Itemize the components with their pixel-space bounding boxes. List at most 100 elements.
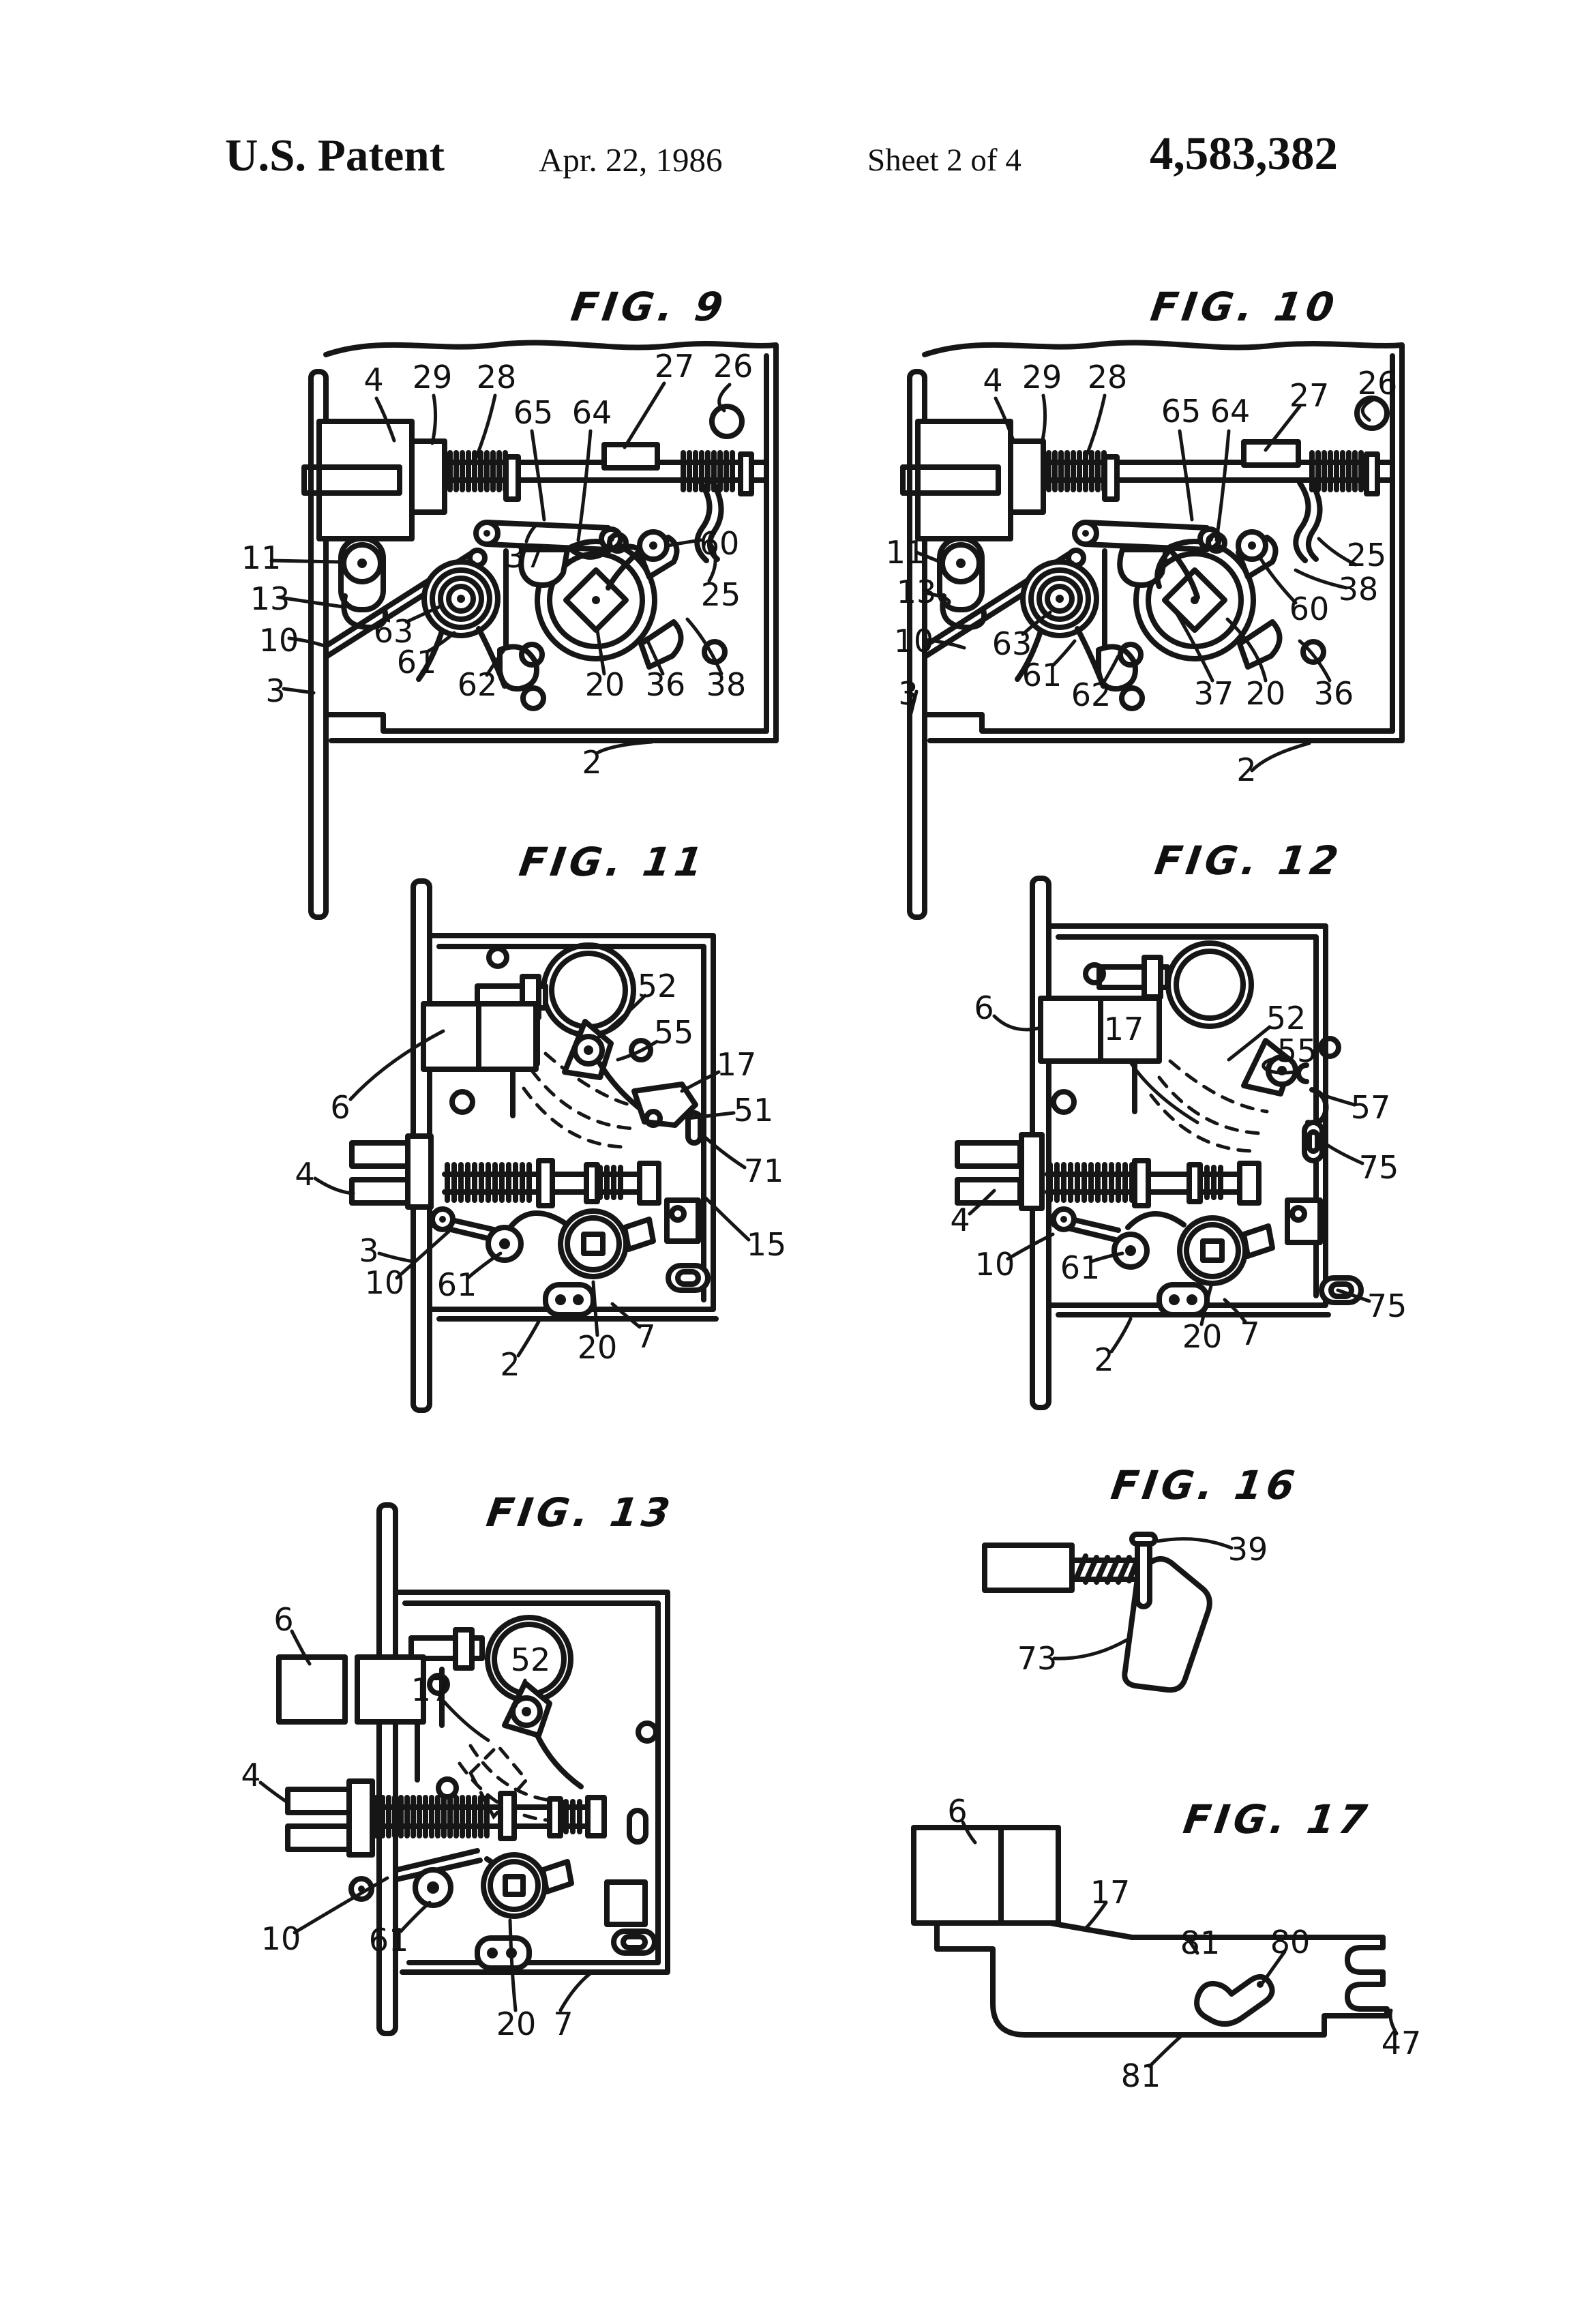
fig11-ref-61: 61 [437, 1266, 477, 1303]
fig10-ref-10: 10 [894, 623, 934, 659]
fig11-ref-15: 15 [747, 1226, 787, 1263]
fig9-ref-27: 27 [655, 348, 695, 385]
patent-title: U.S. Patent [225, 130, 445, 181]
sheet-info: Sheet 2 of 4 [867, 143, 1021, 178]
fig13-ref-61: 61 [369, 1922, 409, 1958]
fig13-ref-10: 10 [261, 1920, 301, 1957]
fig10-lock-case-artwork [900, 340, 1405, 920]
fig17-leader-lines [961, 1820, 1399, 2068]
fig10-ref-27: 27 [1289, 377, 1330, 414]
fig11-drawing: 52 55 17 51 71 15 6 4 3 10 61 2 20 7 [295, 878, 787, 1413]
fig16-ref-39: 39 [1228, 1531, 1268, 1568]
fig11-ref-4: 4 [295, 1156, 314, 1193]
fig11-ref-20: 20 [578, 1329, 618, 1366]
fig16-leader-lines [1052, 1537, 1234, 1660]
fig11-ref-71: 71 [744, 1152, 784, 1189]
fig10-ref-28: 28 [1088, 359, 1128, 396]
fig9-ref-37: 37 [505, 538, 546, 575]
fig17-ref-47: 47 [1382, 2025, 1422, 2061]
fig13-ref-7: 7 [553, 2006, 573, 2042]
fig12-leader-lines [968, 1014, 1371, 1354]
fig10-ref-36: 36 [1314, 675, 1354, 712]
patent-date: Apr. 22, 1986 [539, 141, 723, 179]
fig10-ref-20: 20 [1246, 675, 1286, 712]
fig9-ref-38: 38 [706, 666, 747, 703]
fig13-lock-case-artwork [276, 1502, 670, 2036]
fig12-ref-75a: 75 [1359, 1149, 1399, 1186]
fig11-lock-case-artwork [349, 878, 719, 1413]
fig12-ref-52: 52 [1266, 1000, 1307, 1037]
fig9-ref-61: 61 [397, 644, 437, 681]
fig13-ref-4: 4 [241, 1757, 260, 1793]
fig11-ref-55: 55 [654, 1014, 694, 1051]
fig13-ref-6: 6 [273, 1601, 293, 1638]
fig9-ref-28: 28 [477, 359, 517, 396]
fig10-leader-lines [909, 393, 1375, 773]
fig12-drawing: 6 17 52 55 57 75 4 10 61 75 20 7 2 [950, 876, 1407, 1410]
fig10-ref-25: 25 [1347, 537, 1387, 573]
fig16-latch-stop-artwork [982, 1532, 1212, 1693]
fig12-ref-20: 20 [1182, 1318, 1223, 1355]
fig11-ref-17: 17 [717, 1046, 757, 1083]
fig16-ref-73: 73 [1017, 1640, 1058, 1677]
fig17-slide-plate-artwork [911, 1825, 1390, 2038]
fig11-leader-lines [313, 994, 751, 1358]
fig9-ref-4: 4 [363, 361, 383, 398]
fig12-ref-7: 7 [1240, 1315, 1259, 1352]
fig9-ref-65: 65 [513, 394, 554, 431]
fig11-ref-3: 3 [359, 1232, 378, 1269]
fig9-ref-26: 26 [713, 348, 753, 385]
fig13-drawing: 6 52 17 4 10 61 20 7 [241, 1502, 670, 2042]
fig9-leader-lines [269, 381, 732, 755]
fig16-drawing: 39 73 [982, 1531, 1268, 1693]
fig10-ref-11: 11 [886, 534, 926, 571]
fig10-ref-62: 62 [1071, 676, 1111, 713]
fig17-drawing: 6 17 81 80 47 81 [911, 1793, 1422, 2094]
fig17-ref-17: 17 [1090, 1874, 1131, 1911]
fig12-ref-4: 4 [950, 1202, 970, 1238]
fig9-ref-20: 20 [585, 666, 625, 703]
fig9-ref-2: 2 [582, 744, 601, 781]
fig11-ref-2: 2 [500, 1346, 520, 1383]
fig13-ref-52: 52 [511, 1641, 551, 1678]
fig17-ref-6: 6 [947, 1793, 967, 1830]
fig12-ref-61: 61 [1060, 1249, 1101, 1286]
fig11-ref-7: 7 [636, 1318, 655, 1355]
fig13-ref-20: 20 [496, 2006, 537, 2042]
fig17-ref-81b: 81 [1121, 2057, 1161, 2094]
fig9-ref-29: 29 [413, 359, 453, 396]
fig9-ref-64: 64 [572, 394, 612, 431]
fig10-ref-61: 61 [1022, 657, 1062, 694]
fig10-ref-26: 26 [1358, 365, 1398, 402]
fig12-ref-57: 57 [1351, 1089, 1391, 1126]
fig11-ref-52: 52 [638, 968, 678, 1004]
fig9-ref-36: 36 [646, 666, 686, 703]
fig10-ref-2: 2 [1236, 751, 1256, 788]
fig9-ref-63: 63 [374, 613, 414, 650]
fig9-ref-10: 10 [259, 622, 299, 659]
fig9-ref-11: 11 [241, 539, 282, 576]
fig10-ref-3: 3 [898, 675, 918, 712]
fig9-ref-13: 13 [250, 580, 290, 617]
fig10-ref-37: 37 [1194, 675, 1234, 712]
fig13-ref-17: 17 [411, 1671, 451, 1708]
fig17-ref-81a: 81 [1180, 1924, 1221, 1961]
fig10-ref-65: 65 [1161, 393, 1202, 430]
fig11-ref-51: 51 [734, 1092, 774, 1129]
fig9-lock-case-artwork [301, 340, 779, 920]
patent-number: 4,583,382 [1150, 128, 1338, 179]
fig12-ref-55: 55 [1277, 1032, 1317, 1069]
fig12-ref-17: 17 [1104, 1011, 1144, 1047]
fig10-ref-60: 60 [1289, 591, 1330, 627]
fig9-ref-3: 3 [265, 672, 285, 709]
fig10-ref-29: 29 [1022, 359, 1062, 396]
fig10-drawing: 4 29 28 65 64 27 26 25 38 60 11 13 10 3 … [886, 340, 1405, 920]
fig17-ref-80: 80 [1270, 1924, 1311, 1961]
fig11-ref-10: 10 [365, 1264, 405, 1301]
fig10-ref-4: 4 [983, 362, 1002, 399]
fig12-ref-2: 2 [1094, 1341, 1114, 1378]
fig9-ref-25: 25 [701, 576, 741, 613]
fig9-drawing: 4 29 28 65 64 27 26 60 37 25 11 13 10 3 … [241, 340, 779, 920]
fig11-ref-6: 6 [330, 1089, 350, 1126]
fig12-ref-10: 10 [975, 1246, 1015, 1283]
